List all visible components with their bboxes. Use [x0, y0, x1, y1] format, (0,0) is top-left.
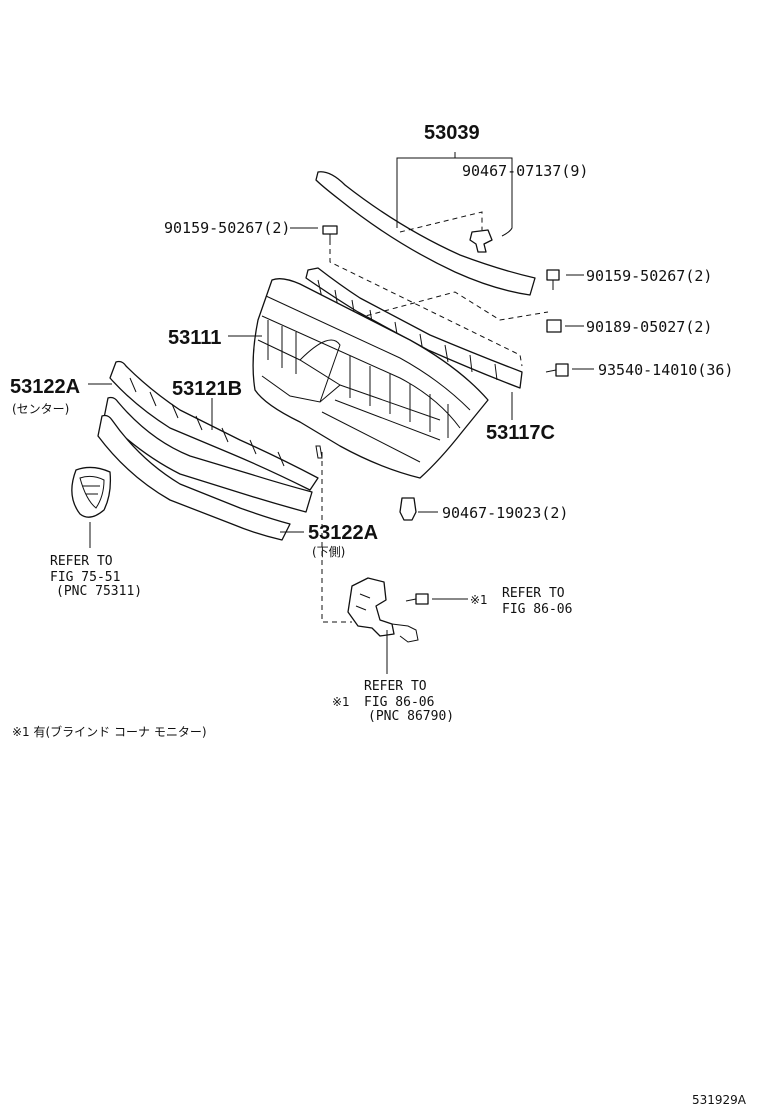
- emblem: [71, 466, 112, 518]
- upper-molding-53039: [315, 171, 536, 296]
- label-53121B: 53121B: [172, 378, 242, 400]
- clip-90467-07137: [469, 229, 493, 253]
- label-53111: 53111: [168, 327, 221, 349]
- sensor-right-line2: FIG 86-06: [502, 602, 572, 617]
- sensor-below-mark: ※1: [332, 695, 350, 709]
- sensor-below-line1: REFER TO: [364, 679, 427, 694]
- sensor-right-line1: REFER TO: [502, 586, 565, 601]
- screw-93540-14010: [545, 363, 569, 377]
- figure-code: 531929A: [692, 1093, 747, 1107]
- label-90467-07137: 90467-07137(9): [462, 162, 588, 180]
- clip-90467-19023: [399, 497, 417, 521]
- footnote: ※1 有(ブラインド コーナ モニター): [12, 724, 207, 739]
- sensor-bracket: [347, 577, 419, 643]
- label-90159-50267-left: 90159-50267(2): [164, 219, 290, 237]
- bolt-sensor: [405, 593, 429, 605]
- emblem-ref-line1: REFER TO: [50, 554, 113, 569]
- emblem-ref-line2: FIG 75-51: [50, 570, 120, 585]
- sensor-below-line3: (PNC 86790): [368, 709, 454, 724]
- label-53117C: 53117C: [486, 422, 555, 444]
- label-90467-19023: 90467-19023(2): [442, 504, 568, 522]
- label-53122A-center: 53122A: [10, 376, 80, 398]
- emblem-ref-line3: (PNC 75311): [56, 584, 142, 599]
- molding-53121B: [103, 396, 313, 513]
- screw-90159-50267-left: [322, 225, 338, 244]
- radiator-grille-53111: [252, 278, 489, 479]
- label-90189-05027: 90189-05027(2): [586, 318, 712, 336]
- label-53122A-lower: 53122A: [308, 522, 378, 544]
- nut-90189-05027: [546, 319, 562, 333]
- label-93540-14010: 93540-14010(36): [598, 361, 733, 379]
- sensor-below-line2: FIG 86-06: [364, 695, 434, 710]
- screw-90159-50267-right: [546, 269, 560, 290]
- molding-53122A-lower: [97, 414, 291, 541]
- label-90159-50267-right: 90159-50267(2): [586, 267, 712, 285]
- retainer-53117C: [305, 267, 523, 389]
- note-lower: (下側): [312, 545, 345, 559]
- sensor-right-mark: ※1: [470, 593, 488, 607]
- label-53039: 53039: [424, 122, 480, 144]
- note-center: (センター): [12, 402, 69, 416]
- molding-53122A-center: [109, 360, 319, 491]
